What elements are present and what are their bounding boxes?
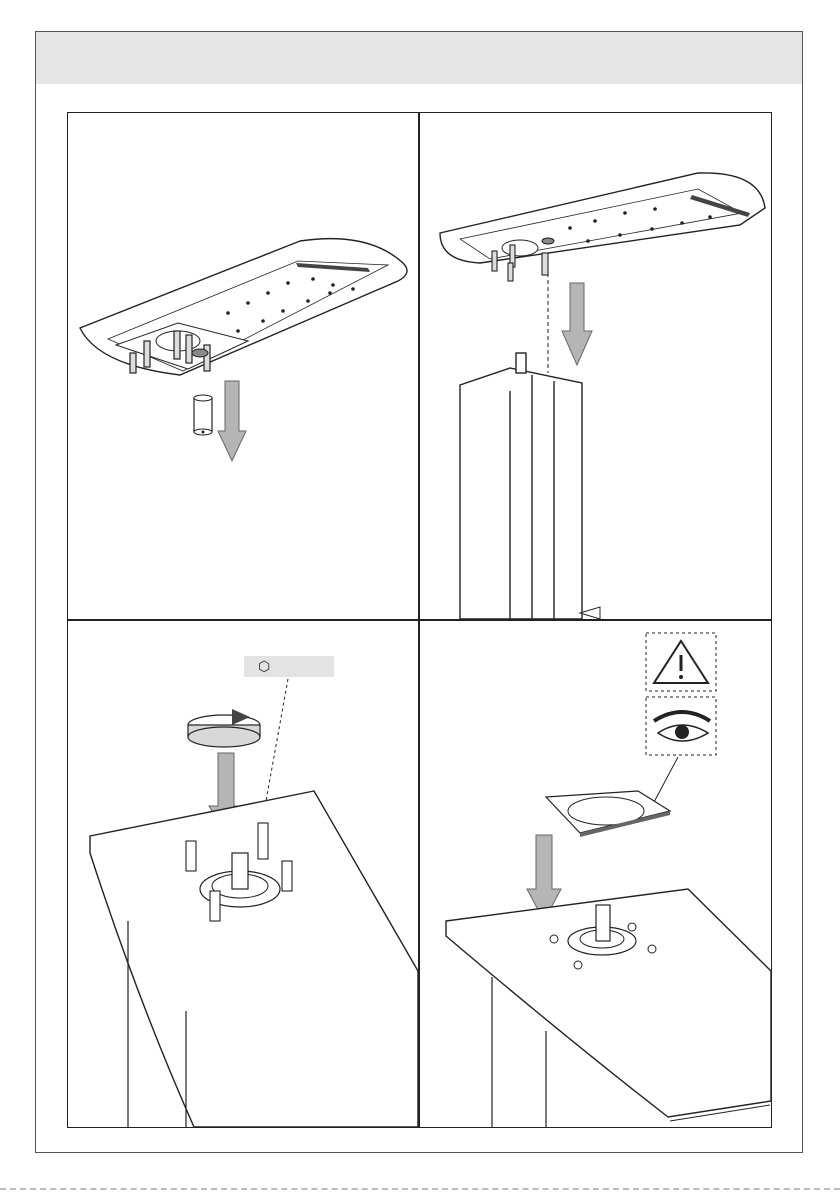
step-4-illustration xyxy=(420,621,771,1127)
hex-key-icon: ⬡ xyxy=(258,658,270,675)
page-edge-dash xyxy=(0,1188,840,1190)
step-1-illustration xyxy=(68,113,418,619)
step-1-panel xyxy=(68,113,418,619)
down-arrow-icon xyxy=(218,381,246,461)
column-icon xyxy=(460,353,582,619)
hex-key-label: ⬡ xyxy=(244,656,334,677)
step-2-illustration xyxy=(420,113,771,619)
eye-icon xyxy=(646,697,716,755)
step-2-panel xyxy=(420,113,771,619)
warning-icon xyxy=(646,633,716,691)
step-4-panel xyxy=(420,621,771,1127)
down-arrow-icon xyxy=(562,283,592,365)
spacer-sleeve-icon xyxy=(194,395,212,435)
step-3-illustration xyxy=(68,621,418,1127)
cover-ring-icon xyxy=(546,791,670,837)
bolt-icon xyxy=(232,853,248,889)
step-3-panel xyxy=(68,621,418,1127)
rotate-arrow-icon xyxy=(188,709,260,747)
